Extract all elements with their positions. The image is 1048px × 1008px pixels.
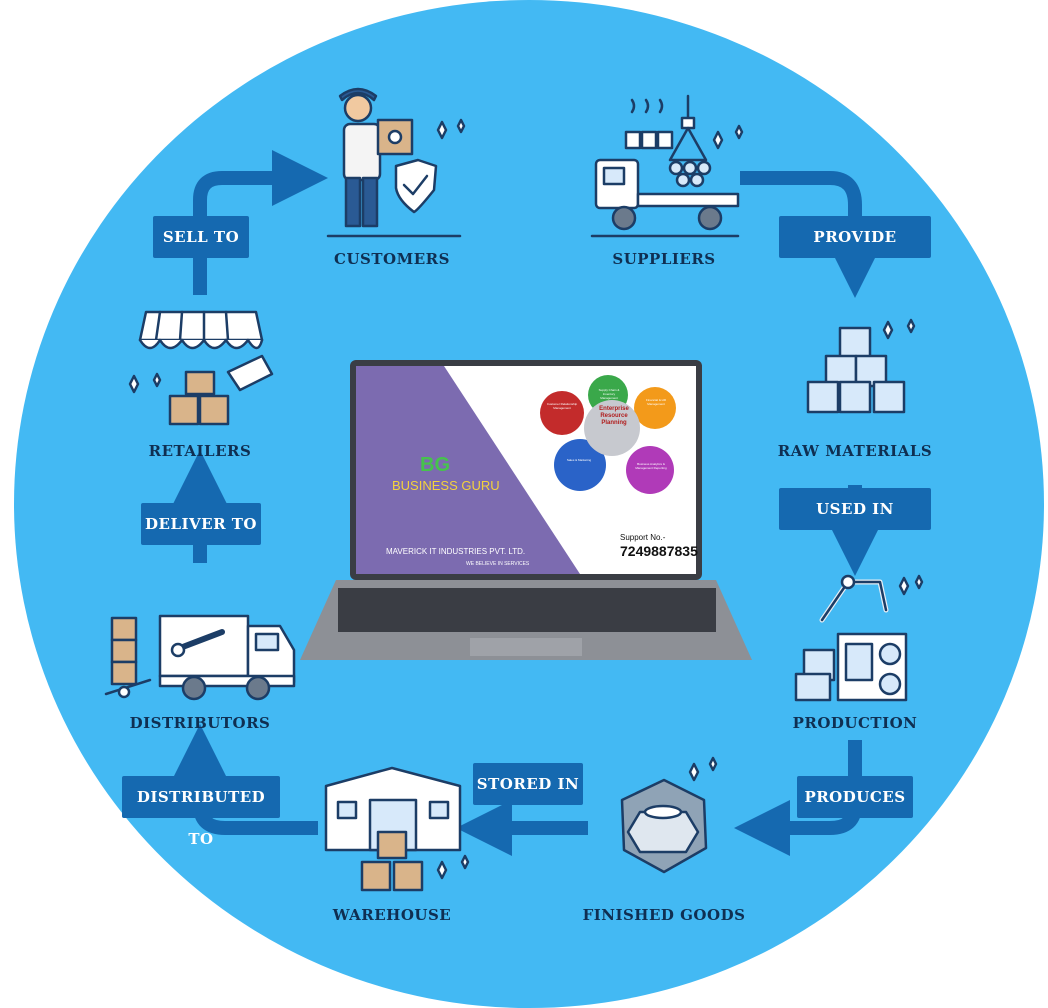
production-robot-icon: [794, 574, 924, 702]
node-raw-materials-label: RAW MATERIALS: [777, 442, 933, 460]
screen-erp-center: Enterprise Resource Planning: [599, 406, 629, 426]
node-suppliers-label: SUPPLIERS: [612, 250, 716, 268]
edge-provide-label: PROVIDE: [779, 216, 931, 258]
erp-puzzle-graphic: [540, 375, 676, 494]
edge-distributed-to-label: DISTRIBUTED TO: [122, 776, 280, 848]
node-distributors-label: DISTRIBUTORS: [129, 714, 271, 732]
screen-purple-panel: [356, 366, 580, 574]
customer-icon: [326, 87, 466, 238]
screen-tagline: WE BELIEVE IN SERVICES: [466, 561, 530, 567]
screen-support-label: Support No.-: [620, 533, 666, 542]
screen-erp-piece-1: Supply Chain & Inventory Management: [598, 388, 620, 400]
supplier-truck-icon: [590, 94, 744, 238]
edge-deliver-to-label: DELIVER TO: [141, 503, 261, 545]
finished-goods-nut-icon: [620, 756, 718, 874]
screen-erp-piece-2: Financial & HR Management: [645, 398, 666, 406]
keyboard-area: [338, 588, 716, 632]
edge-sell-to-label: SELL TO: [153, 216, 249, 258]
screen-support-number: 7249887835: [620, 543, 698, 559]
arrow-provide: [740, 171, 883, 298]
screen-erp-piece-4: Sales & Marketing: [566, 458, 592, 462]
distributor-truck-icon: [104, 614, 296, 701]
edge-produces-label: PRODUCES: [797, 776, 913, 818]
screen-erp-piece-5: Customer Relationship Management: [546, 402, 578, 410]
node-warehouse-label: WAREHOUSE: [332, 906, 452, 924]
raw-materials-icon: [806, 318, 916, 414]
arrow-sell-to: [193, 150, 328, 295]
edge-stored-in-label: STORED IN: [473, 763, 583, 805]
node-customers-label: CUSTOMERS: [334, 250, 450, 268]
edge-used-in-label: USED IN: [779, 488, 931, 530]
screen-logo-name: BUSINESS GURU: [392, 478, 500, 493]
node-production-label: PRODUCTION: [792, 714, 918, 732]
node-finished-goods-label: FINISHED GOODS: [582, 906, 746, 924]
screen-erp-piece-3: Business Analytics & Management Reportin…: [635, 462, 667, 470]
screen-company-name: MAVERICK IT INDUSTRIES PVT. LTD.: [386, 547, 526, 556]
screen-logo-short: BG: [420, 454, 450, 476]
trackpad: [470, 638, 582, 656]
warehouse-icon: [324, 766, 470, 892]
retailer-shop-icon: [128, 310, 274, 426]
node-retailers-label: RETAILERS: [148, 442, 252, 460]
